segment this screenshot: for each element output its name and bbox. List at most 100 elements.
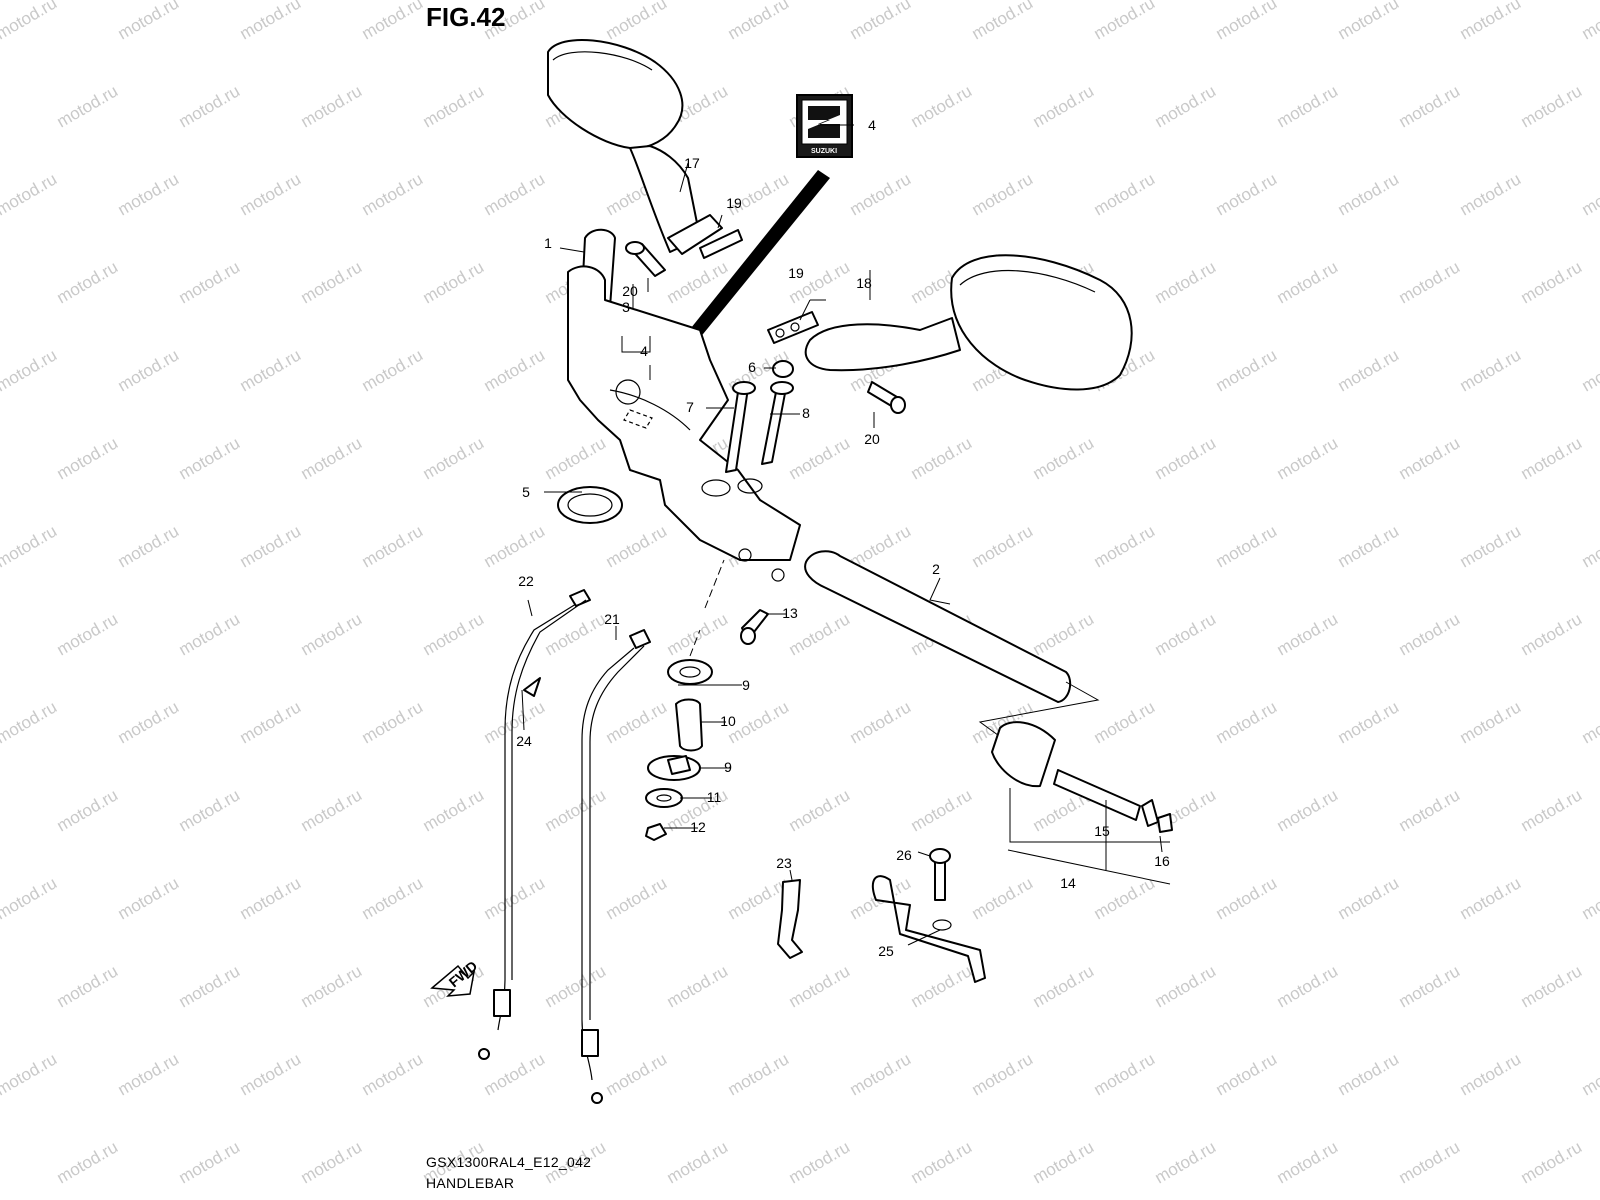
callout-c4a: 4 — [640, 343, 648, 359]
watermark-text: motod.ru — [603, 873, 671, 923]
watermark-text: motod.ru — [908, 433, 976, 483]
watermark-text: motod.ru — [0, 169, 60, 219]
watermark-text: motod.ru — [908, 1137, 976, 1187]
watermark-text: motod.ru — [1579, 1049, 1600, 1099]
watermark-text: motod.ru — [1457, 1049, 1525, 1099]
watermark-text: motod.ru — [969, 873, 1037, 923]
watermark-text: motod.ru — [1274, 257, 1342, 307]
callout-c20b: 20 — [864, 431, 880, 447]
watermark-text: motod.ru — [542, 961, 610, 1011]
watermark-text: motod.ru — [1274, 433, 1342, 483]
watermark-text: motod.ru — [1518, 81, 1586, 131]
watermark-text: motod.ru — [1274, 785, 1342, 835]
callout-c16: 16 — [1154, 853, 1170, 869]
watermark-text: motod.ru — [1457, 521, 1525, 571]
callout-c14: 14 — [1060, 875, 1076, 891]
watermark-text: motod.ru — [1457, 345, 1525, 395]
watermark-text: motod.ru — [908, 785, 976, 835]
watermark-text: motod.ru — [1396, 961, 1464, 1011]
callout-c10: 10 — [720, 713, 736, 729]
watermark-text: motod.ru — [969, 0, 1037, 43]
watermark-text: motod.ru — [237, 1049, 305, 1099]
watermark-text: motod.ru — [603, 521, 671, 571]
watermark-text: motod.ru — [1152, 609, 1220, 659]
watermark-text: motod.ru — [298, 961, 366, 1011]
watermark-text: motod.ru — [420, 785, 488, 835]
watermark-text: motod.ru — [1152, 961, 1220, 1011]
callout-c19a: 19 — [726, 195, 742, 211]
watermark-text: motod.ru — [176, 785, 244, 835]
watermark-text: motod.ru — [1396, 257, 1464, 307]
callout-c9a: 9 — [742, 677, 750, 693]
callout-c18: 18 — [856, 275, 872, 291]
watermark-text: motod.ru — [1518, 433, 1586, 483]
watermark-text: motod.ru — [725, 0, 793, 43]
watermark-text: motod.ru — [298, 1137, 366, 1187]
watermark-text: motod.ru — [298, 609, 366, 659]
watermark-text: motod.ru — [237, 521, 305, 571]
watermark-text: motod.ru — [359, 0, 427, 43]
callout-c24: 24 — [516, 733, 532, 749]
brackets — [777, 875, 986, 983]
callout-c5: 5 — [522, 484, 530, 500]
forward-direction-arrow: FWD — [430, 958, 480, 997]
callout-c9b: 9 — [724, 759, 732, 775]
watermark-text: motod.ru — [54, 609, 122, 659]
watermark-text: motod.ru — [1335, 1049, 1403, 1099]
watermark-text: motod.ru — [0, 873, 60, 923]
watermark-text: motod.ru — [1579, 345, 1600, 395]
watermark-text: motod.ru — [237, 697, 305, 747]
watermark-text: motod.ru — [1152, 1137, 1220, 1187]
watermark-text: motod.ru — [969, 169, 1037, 219]
watermark-text: motod.ru — [54, 961, 122, 1011]
watermark-text: motod.ru — [603, 697, 671, 747]
watermark-text: motod.ru — [176, 433, 244, 483]
watermark-text: motod.ru — [359, 345, 427, 395]
watermark-text: motod.ru — [115, 697, 183, 747]
watermark-text: motod.ru — [54, 433, 122, 483]
watermark-text: motod.ru — [1396, 81, 1464, 131]
watermark-text: motod.ru — [420, 433, 488, 483]
fasteners — [625, 241, 951, 901]
watermark-text: motod.ru — [481, 345, 549, 395]
watermark-text: motod.ru — [1274, 81, 1342, 131]
watermark-text: motod.ru — [115, 873, 183, 923]
handlebar-holder — [567, 265, 801, 582]
watermark-text: motod.ru — [1030, 433, 1098, 483]
left-mirror — [547, 38, 743, 259]
right-mirror — [767, 254, 1133, 391]
watermark-text: motod.ru — [298, 81, 366, 131]
watermark-text: motod.ru — [1518, 609, 1586, 659]
figure-title: FIG.42 — [426, 2, 506, 32]
watermark-text: motod.ru — [115, 0, 183, 43]
watermark-text: motod.ru — [542, 609, 610, 659]
watermark-text: motod.ru — [786, 1137, 854, 1187]
watermark-text: motod.ru — [237, 0, 305, 43]
watermark-text: motod.ru — [1457, 697, 1525, 747]
watermark-text: motod.ru — [1091, 1049, 1159, 1099]
watermark-text: motod.ru — [0, 1049, 60, 1099]
watermark-text: motod.ru — [420, 609, 488, 659]
callout-c25: 25 — [878, 943, 894, 959]
watermark-text: motod.ru — [176, 961, 244, 1011]
watermark-text: motod.ru — [1091, 0, 1159, 43]
watermark-text: motod.ru — [1457, 873, 1525, 923]
callout-c1: 1 — [544, 235, 552, 251]
watermark-text: motod.ru — [1335, 697, 1403, 747]
watermark-text: motod.ru — [481, 521, 549, 571]
watermark-text: motod.ru — [1518, 785, 1586, 835]
watermark-text: motod.ru — [420, 81, 488, 131]
watermark-text: motod.ru — [1091, 873, 1159, 923]
watermark-text: motod.ru — [1396, 609, 1464, 659]
callout-c21: 21 — [604, 611, 620, 627]
watermark-text: motod.ru — [1030, 81, 1098, 131]
watermark-text: motod.ru — [54, 81, 122, 131]
watermark-text: motod.ru — [1030, 1137, 1098, 1187]
callout-c13: 13 — [782, 605, 798, 621]
watermark-text: motod.ru — [1396, 1137, 1464, 1187]
watermark-text: motod.ru — [1274, 1137, 1342, 1187]
watermark-text: motod.ru — [481, 873, 549, 923]
watermark-text: motod.ru — [1213, 169, 1281, 219]
watermark-text: motod.ru — [1274, 609, 1342, 659]
